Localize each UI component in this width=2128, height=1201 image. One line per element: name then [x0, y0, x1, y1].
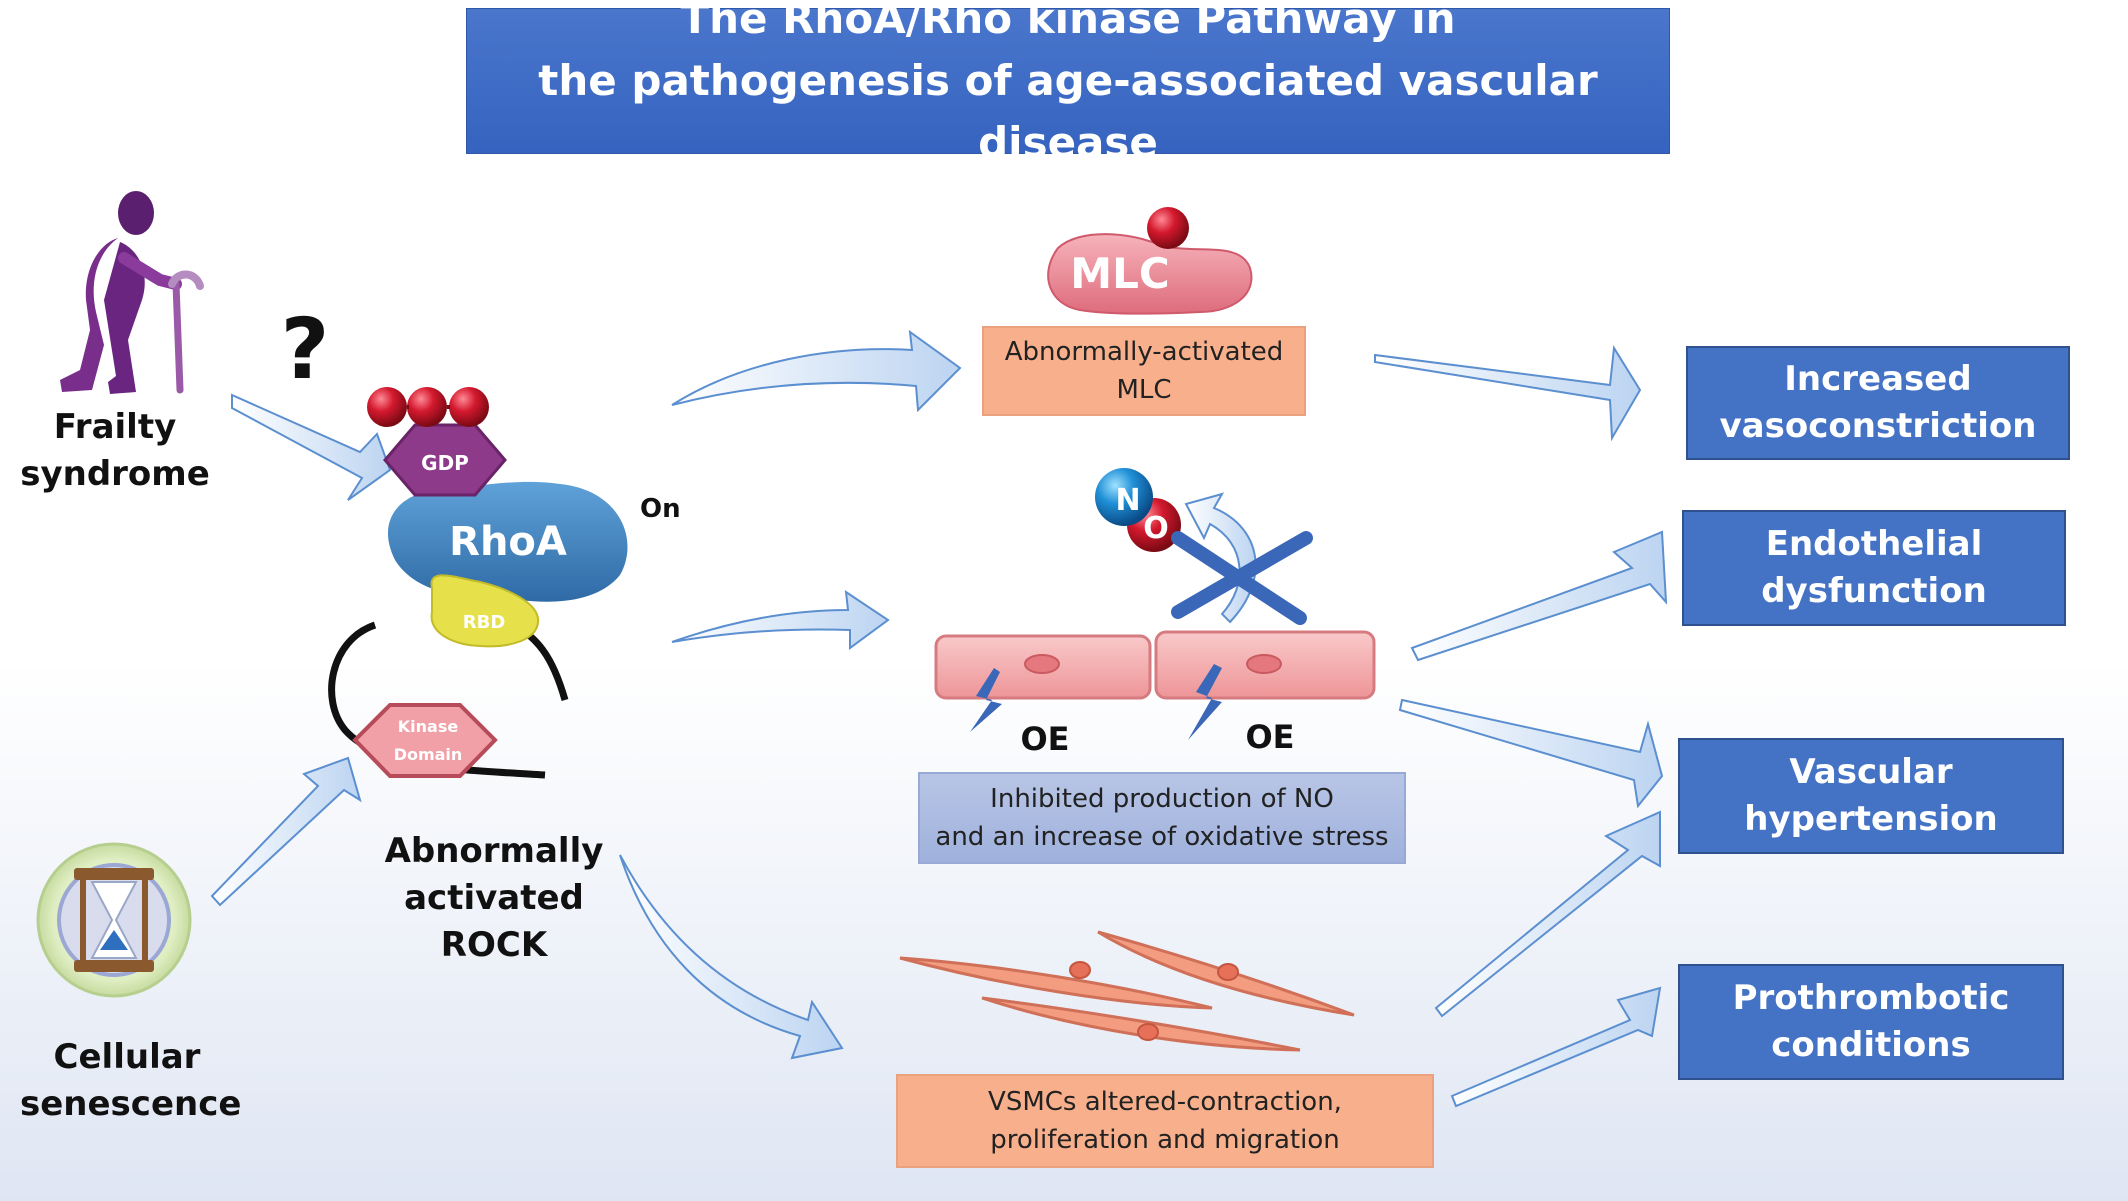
- title-line1: The RhoA/Rho kinase Pathway in: [680, 0, 1456, 43]
- outcome-endothelial-dysfunction: Endothelial dysfunction: [1682, 510, 2066, 626]
- oe-left-label: OE: [1020, 720, 1069, 758]
- phosphate-group: [367, 387, 489, 427]
- gdp-label: GDP: [421, 451, 469, 475]
- outcome-vasoconstriction: Increased vasoconstriction: [1686, 346, 2070, 460]
- arrow-endo-to-hypertension: [1398, 698, 1664, 809]
- oe-right-label: OE: [1245, 718, 1294, 756]
- outcome-vascular-hypertension: Vascular hypertension: [1678, 738, 2064, 854]
- lightning-icon: [1188, 664, 1222, 740]
- no-n-label: N: [1115, 483, 1140, 518]
- arrow-rock-to-vsmc: [619, 854, 844, 1060]
- senescence-label: Cellular senescence: [20, 1034, 242, 1128]
- arrow-vsmc-to-hypertension: [1434, 810, 1661, 1018]
- elderly-person-icon: [60, 191, 204, 394]
- senescence-line1: Cellular: [53, 1037, 201, 1077]
- mlc-box: Abnormally-activated MLC: [982, 326, 1306, 416]
- senescence-line2: senescence: [20, 1084, 242, 1124]
- endothelial-cell-right: [1154, 630, 1376, 700]
- no-molecule-icon: [1095, 468, 1181, 552]
- vsmc-cells: [899, 930, 1355, 1052]
- rhoa-shape: [387, 481, 628, 602]
- arrow-rock-to-endothelium: [671, 589, 890, 650]
- cross-mark: [1171, 531, 1313, 625]
- vsmc-box-line2: proliferation and migration: [990, 1125, 1340, 1155]
- rock-line2: activated: [404, 878, 584, 918]
- question-mark: ?: [281, 300, 330, 398]
- arrow-vsmc-to-prothrombotic: [1450, 986, 1662, 1108]
- rock-line1: Abnormally: [384, 831, 604, 871]
- outcome-line1: Vascular: [1789, 752, 1953, 792]
- kinase-label-line1: Kinase: [398, 717, 459, 736]
- no-o-label: O: [1143, 511, 1169, 546]
- title-line2: the pathogenesis of age-associated vascu…: [538, 56, 1598, 167]
- outcome-prothrombotic-conditions: Prothrombotic conditions: [1678, 964, 2064, 1080]
- arrow-rock-to-mlc: [671, 329, 962, 413]
- kinase-label-line2: Domain: [394, 745, 463, 764]
- rock-line3: ROCK: [440, 925, 548, 965]
- frailty-label: Frailty syndrome: [20, 404, 210, 498]
- rhoa-label: RhoA: [449, 519, 567, 565]
- rock-label: Abnormally activated ROCK: [374, 828, 614, 969]
- arrow-endo-to-dysfunction: [1410, 530, 1668, 662]
- lightning-icon: [970, 668, 1002, 732]
- arrow-senescence-to-rock: [210, 756, 362, 907]
- rbd-label: RBD: [463, 612, 506, 633]
- vsmc-box: VSMCs altered-contraction, proliferation…: [896, 1074, 1434, 1168]
- no-box: Inhibited production of NO and an increa…: [918, 772, 1406, 864]
- outcome-line1: Prothrombotic: [1732, 978, 2010, 1018]
- rbd-shape: [430, 574, 540, 648]
- outcome-line2: conditions: [1771, 1025, 1971, 1065]
- title-box: The RhoA/Rho kinase Pathway in the patho…: [466, 0, 1670, 167]
- vsmc-box-line1: VSMCs altered-contraction,: [988, 1087, 1342, 1117]
- outcome-line1: Endothelial: [1765, 524, 1983, 564]
- no-box-line1: Inhibited production of NO: [990, 784, 1334, 814]
- arrow-frailty-to-rhoa: [231, 393, 392, 501]
- outcome-line2: dysfunction: [1761, 571, 1987, 611]
- no-box-line2: and an increase of oxidative stress: [935, 822, 1389, 852]
- mlc-shape: [1047, 207, 1253, 315]
- rhoa-rock-complex: [328, 423, 628, 779]
- outcome-line2: vasoconstriction: [1719, 406, 2037, 446]
- mlc-box-line2: MLC: [1116, 375, 1172, 405]
- frailty-line1: Frailty: [53, 407, 177, 447]
- outcome-line1: Increased: [1784, 359, 1972, 399]
- hourglass-icon: [36, 842, 192, 998]
- kinase-domain-hexagon: [352, 703, 498, 778]
- mlc-box-line1: Abnormally-activated: [1004, 337, 1284, 367]
- frailty-line2: syndrome: [20, 454, 210, 494]
- arrow-mlc-to-vasoconstriction: [1374, 344, 1642, 442]
- outcome-line2: hypertension: [1744, 799, 1998, 839]
- mlc-label: MLC: [1070, 249, 1169, 298]
- endothelial-cell-left: [934, 634, 1152, 700]
- on-label: On: [640, 494, 681, 524]
